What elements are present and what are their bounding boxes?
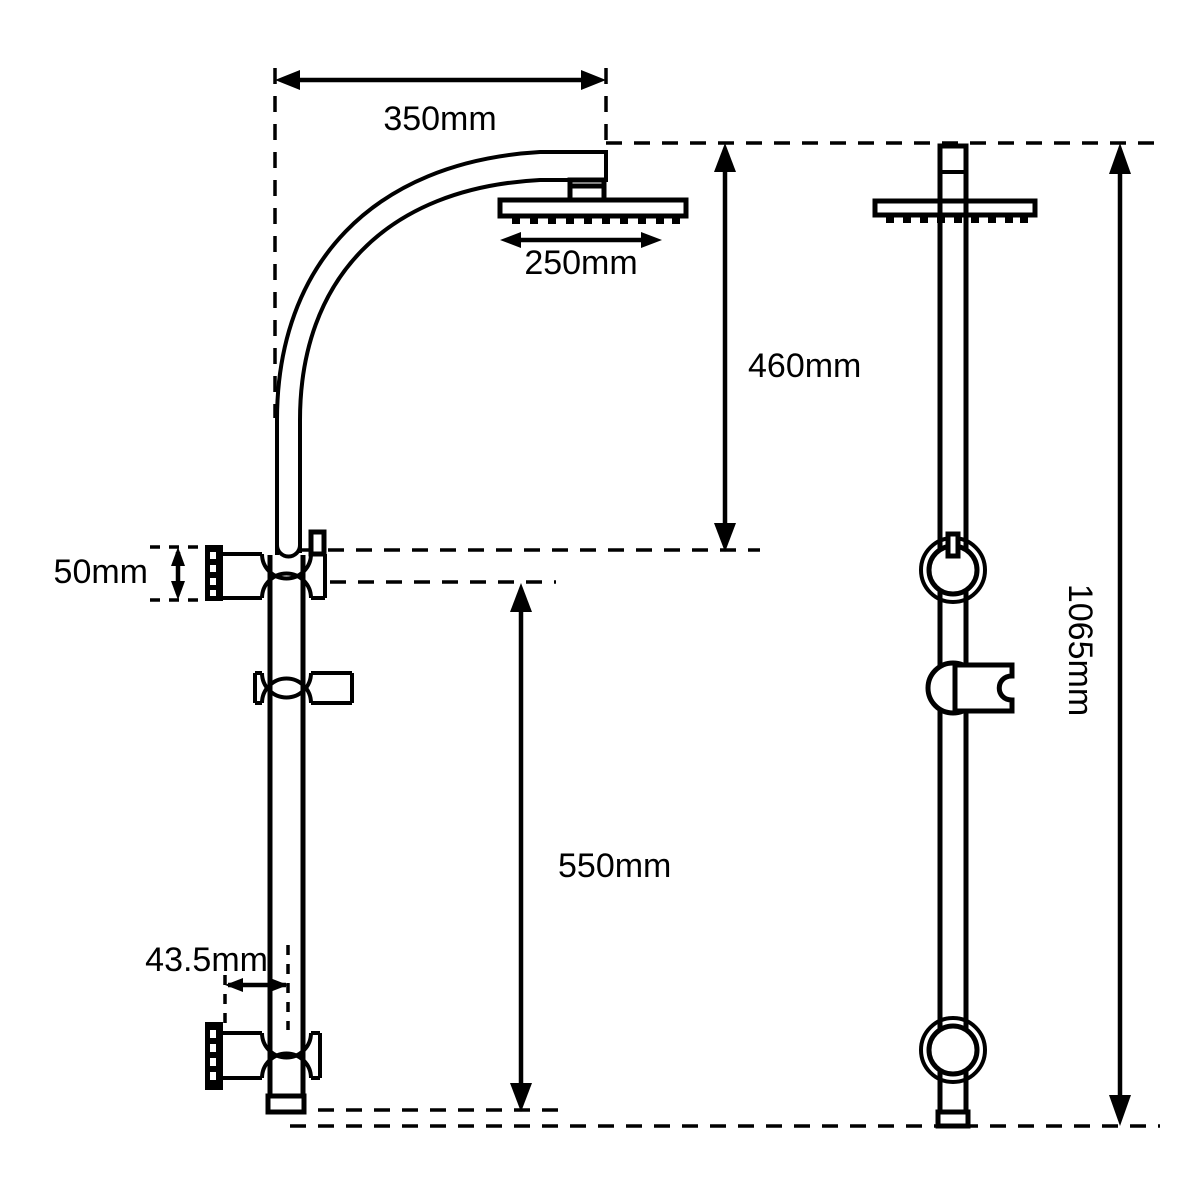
arrow-head-up (510, 583, 532, 612)
shower-arm-inner-curve (298, 178, 606, 553)
handheld-shower-holder-front (925, 660, 1015, 716)
top-bracket-height-dimension: 50mm (54, 545, 206, 602)
bottom-wall-bracket-front (919, 1016, 987, 1084)
rail-span-dimension: 550mm (510, 583, 671, 1112)
top-wall-bracket (205, 529, 327, 601)
arrow-head-down (510, 1083, 532, 1112)
shower-arm-outer-curve (275, 150, 606, 555)
square-rain-shower-head (497, 177, 689, 224)
diverter-valve-front (945, 531, 961, 559)
shower-arm-bottom-cap (275, 544, 302, 559)
arrow-head-down (714, 523, 736, 552)
holder-cradle-front (952, 662, 1015, 714)
wall-offset-dimension-label: 43.5mm (145, 941, 268, 979)
diverter-valve (308, 529, 327, 557)
bottom-bracket-outer-ring (919, 1016, 987, 1084)
arrow-head-up (1109, 143, 1131, 174)
outlet-elbow (265, 1093, 307, 1115)
top-wall-bracket-front (919, 531, 987, 604)
arrow-head-left (275, 70, 300, 90)
head-to-inlet-height-dimension: 460mm (714, 143, 861, 552)
arrow-head-left (500, 232, 521, 248)
shower-head-plate (497, 197, 689, 219)
bracket-height-dimension-label: 50mm (54, 553, 148, 591)
bottom-bracket-cutout-upper (260, 1032, 313, 1060)
rail-foot-front (935, 1109, 971, 1129)
top-bracket-rail-cutout-lower (260, 571, 313, 599)
arrow-head-right (270, 978, 288, 992)
slide-rail (267, 555, 306, 1110)
height-460-dimension-label: 460mm (748, 347, 861, 385)
arrow-head-up (171, 547, 185, 566)
overall-height-dimension-label: 1065mm (1061, 584, 1099, 716)
witness-lines-group (273, 68, 1160, 1128)
shower-head-nozzles (512, 216, 680, 224)
arrow-head-right (581, 70, 606, 90)
holder-rail-cutout-lower (260, 676, 313, 704)
bottom-bracket-cutout-lower (260, 1051, 313, 1079)
holder-rail-cutout-upper (260, 672, 313, 700)
head-width-dimension-label: 250mm (524, 244, 637, 282)
shower-head-width-dimension: 250mm (500, 232, 662, 282)
rail-span-dimension-label: 550mm (558, 847, 671, 885)
arm-reach-dimension-label: 350mm (383, 100, 496, 138)
handheld-shower-holder-side (253, 671, 354, 705)
wall-mounting-plate-bottom (205, 1022, 223, 1090)
front-elevation-view (872, 143, 1038, 1129)
overall-height-dimension: 1065mm (1061, 143, 1131, 1126)
arrow-head-up (714, 143, 736, 172)
arm-reach-dimension: 350mm (275, 70, 606, 138)
bottom-bracket-inner-ring (926, 1023, 980, 1077)
bottom-bracket-body-edges (222, 1031, 320, 1080)
wall-mounting-plate-top (205, 545, 223, 601)
shower-head-plate-front (872, 198, 1038, 218)
arrow-head-down (171, 581, 185, 600)
front-feed-pipe-top (937, 143, 969, 207)
arrow-head-right (641, 232, 662, 248)
holder-body-edges (255, 671, 352, 705)
arrow-head-down (1109, 1095, 1131, 1126)
shower-head-nozzles-front (886, 215, 1028, 223)
wall-offset-dimension: 43.5mm (145, 941, 290, 1030)
curved-shower-arm (275, 150, 608, 559)
top-bracket-rail-cutout-upper (260, 553, 313, 581)
bottom-wall-bracket (205, 1022, 322, 1115)
arrow-head-left (225, 978, 243, 992)
